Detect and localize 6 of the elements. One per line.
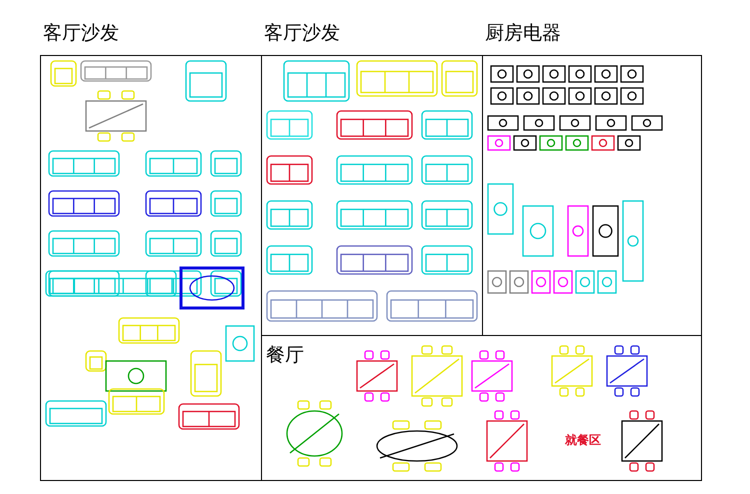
panel-heading: 客厅沙发 <box>264 21 340 46</box>
panel-frame <box>261 335 702 481</box>
panel-heading: 厨房电器 <box>485 21 561 46</box>
panel-heading: 餐厅 <box>266 343 304 368</box>
area-label: 就餐区 <box>565 432 601 449</box>
panel-heading: 客厅沙发 <box>43 21 119 46</box>
